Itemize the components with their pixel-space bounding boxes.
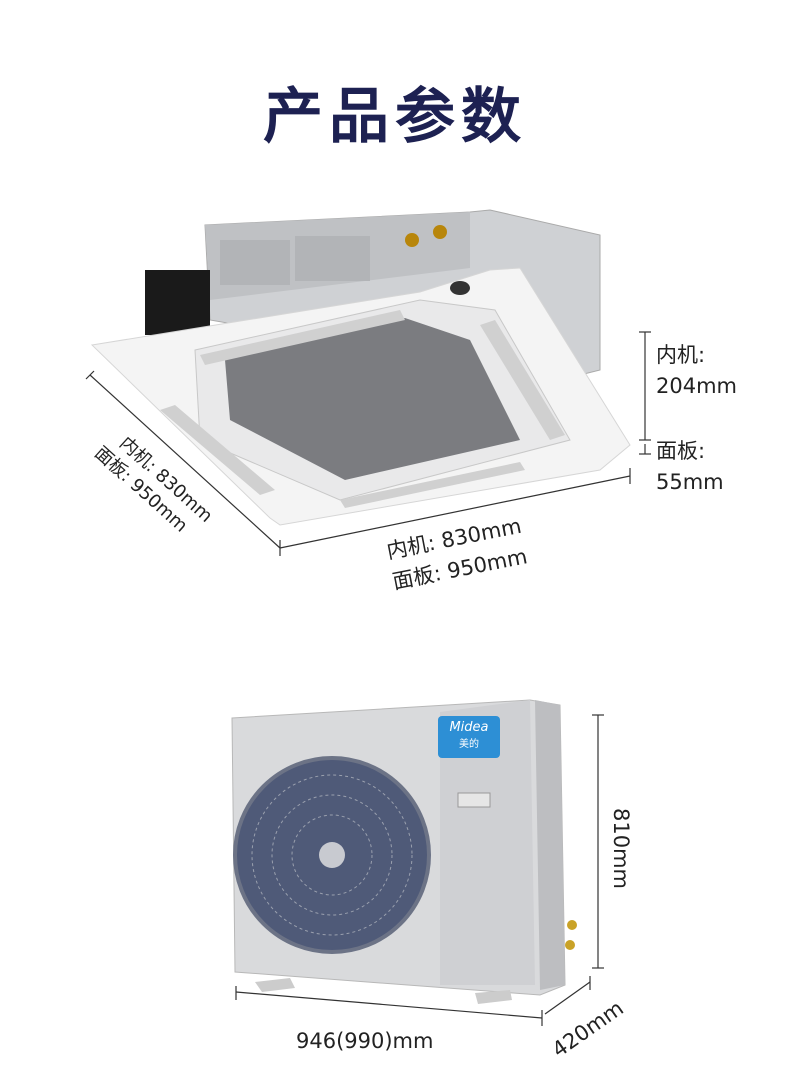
panel-height-title: 面板:: [656, 439, 706, 463]
outdoor-unit-image: [231, 699, 577, 1004]
indoor-height-unit-title: 内机:: [656, 343, 706, 367]
outdoor-height-label: 810mm: [609, 808, 633, 889]
midea-logo-chinese: 美的: [459, 739, 479, 750]
indoor-height-label: 内机: 204mm: [656, 340, 737, 402]
outdoor-dimension-lines: [235, 714, 604, 1026]
panel-height-value: 55mm: [656, 470, 724, 494]
midea-logo-text: Midea: [449, 720, 489, 735]
indoor-unit-image: [90, 209, 631, 526]
panel-height-label: 面板: 55mm: [656, 436, 724, 498]
midea-logo: Midea 美的: [438, 716, 500, 758]
page-title: 产品参数: [263, 82, 527, 152]
outdoor-width-label: 946(990)mm: [296, 1029, 434, 1053]
indoor-height-unit-value: 204mm: [656, 374, 737, 398]
indoor-dimension-lines: [85, 331, 651, 556]
